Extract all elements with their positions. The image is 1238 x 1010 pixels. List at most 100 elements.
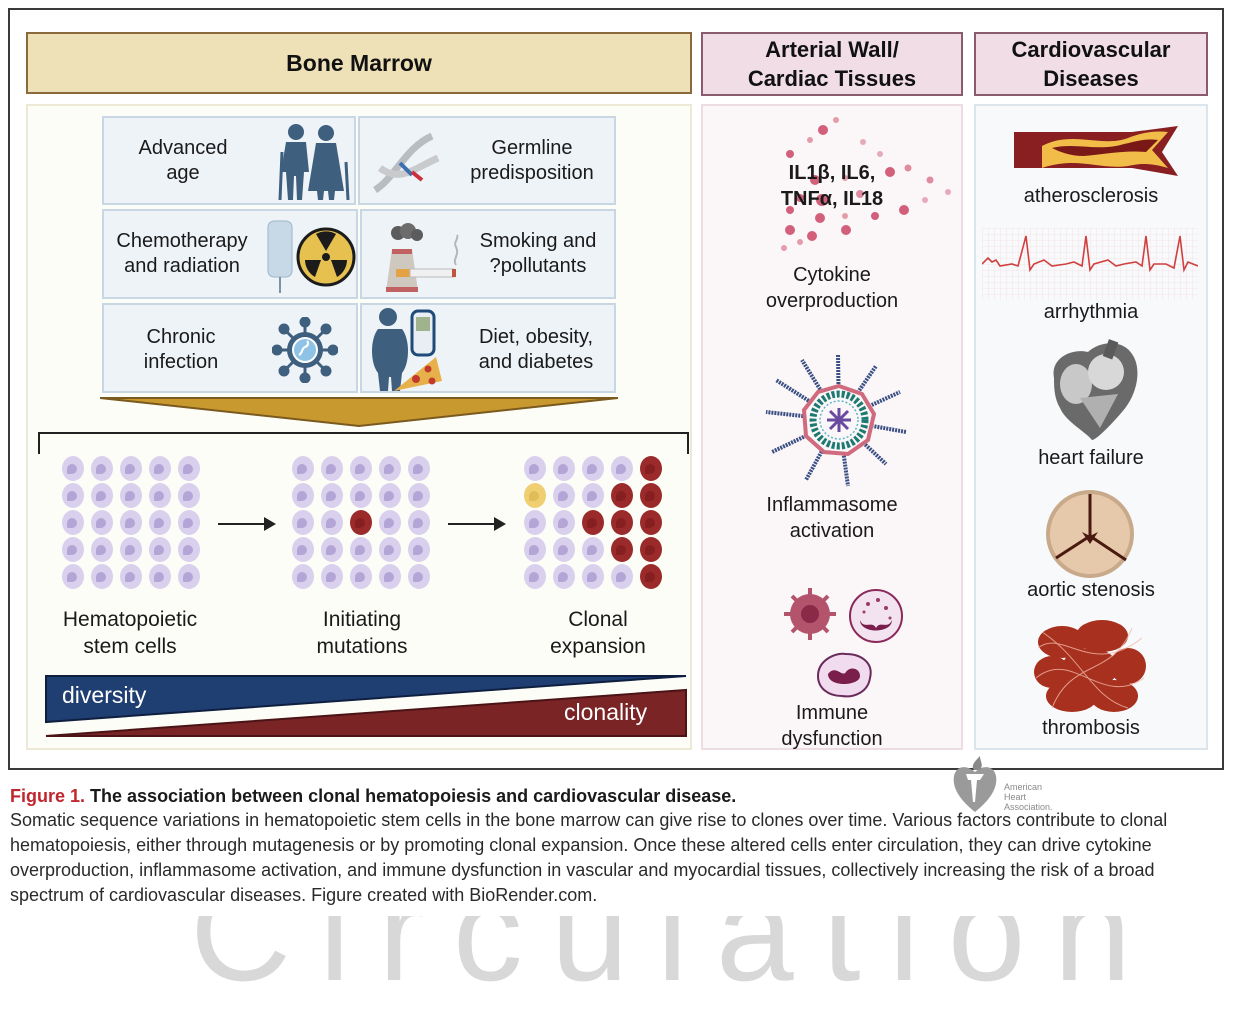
normal-stem-cell [120,510,142,535]
normal-stem-cell [321,483,343,508]
arrow-right-icon [448,517,506,531]
normal-stem-cell [582,483,604,508]
blood-clot-icon [1034,620,1146,712]
normal-stem-cell [178,510,200,535]
normal-stem-cell [350,537,372,562]
immune-dysfunction-label: Immune dysfunction [781,702,883,750]
risk-factor-label: Smoking and ?pollutants [479,230,597,277]
disease-label-aortic-stenosis: aortic stenosis [1027,579,1155,601]
normal-stem-cell [62,537,84,562]
normal-stem-cell [292,510,314,535]
risk-factor-label: Chemotherapy and radiation [116,230,248,277]
normal-stem-cell [408,456,430,481]
risk-factor-label: Advanced age [138,137,228,184]
normal-stem-cell [350,456,372,481]
caption-title-line: Figure 1. The association between clonal… [10,786,1230,807]
normal-stem-cell [292,483,314,508]
obesity-glucometer-pizza-icon [372,308,442,391]
mutated-cell [640,564,662,589]
normal-stem-cell [408,483,430,508]
normal-stem-cell [62,564,84,589]
normal-stem-cell [379,564,401,589]
normal-stem-cell [408,564,430,589]
normal-stem-cell [524,564,546,589]
cardiovascular-diseases-header: Cardiovascular Diseases [974,32,1208,96]
normal-stem-cell [120,456,142,481]
normal-stem-cell [350,564,372,589]
disease-label-arrhythmia: arrhythmia [1043,301,1139,323]
clonal-expansion-grid [524,456,662,589]
normal-stem-cell [91,537,113,562]
normal-stem-cell [91,510,113,535]
aha-logo: American Heart Association. [952,756,1053,814]
funnel-arrow [99,397,619,428]
normal-stem-cell [120,483,142,508]
normal-stem-cell [611,456,633,481]
normal-stem-cell [91,456,113,481]
mutated-cell [640,483,662,508]
normal-stem-cell [553,510,575,535]
normal-stem-cell [553,456,575,481]
cytokine-dots-icon [781,117,951,251]
mutated-cell [611,537,633,562]
risk-factor-chemotherapy: Chemotherapy and radiation [102,209,358,299]
risk-factor-label: Germline predisposition [470,137,594,184]
normal-stem-cell [582,456,604,481]
normal-stem-cell [524,510,546,535]
mutated-cell [611,510,633,535]
mutated-cell [611,483,633,508]
stage-label-clonal-expansion: Clonal expansion [550,608,646,658]
inflammasome-icon [765,353,907,487]
artery-plaque-icon [1014,126,1178,176]
stage-label-stem-cells: Hematopoietic stem cells [62,608,198,658]
risk-factor-advanced-age: Advanced age [102,116,356,205]
stage-label-initiating-mutations: Initiating mutations [316,608,408,658]
diversity-label: diversity [62,682,147,708]
risk-factor-label: Diet, obesity, and diabetes [478,326,594,373]
bone-marrow-header: Bone Marrow [26,32,692,94]
virus-icon [272,317,338,383]
normal-stem-cell [321,510,343,535]
elderly-couple-icon [278,124,350,201]
mutated-cell [640,537,662,562]
initiating-mutation-grid [292,456,430,589]
arterial-wall-header: Arterial Wall/ Cardiac Tissues [701,32,963,96]
normal-stem-cell [321,537,343,562]
normal-stem-cell [292,456,314,481]
normal-stem-cell [292,537,314,562]
immune-cells-icon [784,588,903,698]
cytokine-names: IL1β, IL6, TNFα, IL18 [780,162,884,210]
mutated-cell [582,510,604,535]
clonality-label: clonality [564,699,648,725]
normal-stem-cell [524,456,546,481]
caption-title: The association between clonal hematopoi… [90,786,737,806]
normal-stem-cell [62,510,84,535]
cardiovascular-title: Cardiovascular Diseases [1011,37,1171,91]
normal-stem-cell [91,483,113,508]
risk-factor-smoking: Smoking and ?pollutants [360,209,616,299]
variant-cell [524,483,546,508]
risk-factor-label: Chronic infection [143,326,219,373]
mutated-cell [350,510,372,535]
cytokine-overproduction-label: Cytokine overproduction [765,264,899,312]
normal-stem-cell [149,564,171,589]
dna-icon [373,132,440,193]
normal-stem-cell [582,537,604,562]
inflammasome-activation-label: Inflammasome activation [766,494,898,542]
diversity-clonality-gradient [45,675,687,737]
disease-label-heart-failure: heart failure [1038,447,1144,469]
normal-stem-cell [379,537,401,562]
normal-stem-cell [178,537,200,562]
normal-stem-cell [149,510,171,535]
risk-factor-germline: Germline predisposition [358,116,616,205]
ecg-icon [982,228,1198,300]
normal-stem-cell [582,564,604,589]
disease-label-atherosclerosis: atherosclerosis [1023,185,1159,207]
disease-label-thrombosis: thrombosis [1042,717,1140,739]
normal-stem-cell [178,456,200,481]
normal-stem-cell [62,483,84,508]
normal-stem-cell [553,483,575,508]
normal-stem-cell [321,456,343,481]
normal-stem-cell [62,456,84,481]
heart-icon [1053,339,1138,440]
